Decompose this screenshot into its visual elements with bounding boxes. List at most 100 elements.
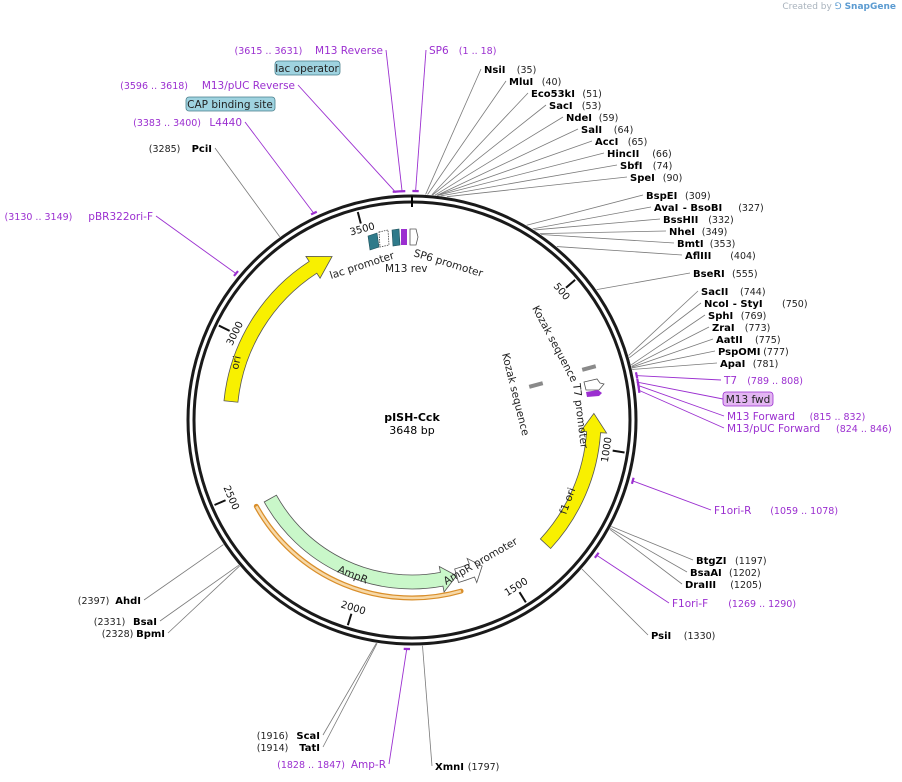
site-sacii[interactable]: SacII(744)	[628, 287, 766, 356]
site-name: MluI	[509, 77, 533, 88]
site-leader	[581, 568, 649, 636]
tick-label: 2500	[221, 484, 241, 512]
site-psii[interactable]: PsiI(1330)	[581, 568, 716, 642]
features-layer	[223, 255, 608, 601]
site-position: (35)	[517, 65, 537, 76]
primer-m13-puc-forward[interactable]: M13/pUC Forward(824 .. 846)	[637, 386, 892, 435]
site-nsii[interactable]: NsiI(35)	[425, 65, 537, 195]
primer-position: (3596 .. 3618)	[120, 81, 188, 92]
feature-f1-ori	[539, 412, 608, 550]
primer-leader	[631, 480, 712, 511]
primer-name: L4440	[209, 117, 242, 129]
site-sbfi[interactable]: SbfI(74)	[440, 161, 673, 197]
primer-l4440[interactable]: L4440 (3383 .. 3400)	[133, 117, 318, 216]
site-position: (353)	[710, 239, 736, 250]
t7-promoter-arrow	[583, 378, 605, 391]
site-leader	[431, 92, 529, 196]
primer-m13-forward[interactable]: M13 Forward(815 .. 832)	[636, 381, 866, 423]
site-sphi[interactable]: SphI(769)	[630, 311, 766, 366]
primer-leader	[635, 375, 722, 381]
primer-position: (3383 .. 3400)	[133, 118, 201, 129]
site-eco53ki[interactable]: Eco53kI(51)	[431, 89, 602, 196]
primer-f1ori-f[interactable]: F1ori-F(1269 .. 1290)	[593, 552, 796, 610]
primer-position: (815 .. 832)	[810, 412, 866, 423]
site-nhei[interactable]: NheI(349)	[539, 227, 728, 238]
site-name: PciI	[192, 144, 212, 155]
primer-amp-r[interactable]: Amp-R(1828 .. 1847)	[277, 647, 411, 771]
ampr-orf-fill	[255, 505, 462, 600]
site-position: (51)	[582, 89, 602, 100]
site-bmti[interactable]: BmtI (353)	[541, 234, 736, 250]
site-position: (773)	[745, 323, 771, 334]
primer-name: SP6	[429, 45, 449, 57]
site-aatii[interactable]: AatII(775)	[631, 335, 781, 368]
site-afliii[interactable]: AflIII(404)	[556, 246, 756, 262]
primer-f1ori-r[interactable]: F1ori-R(1059 .. 1078)	[630, 477, 838, 517]
site-leader	[437, 152, 605, 196]
site-position: (3285)	[149, 144, 181, 155]
site-pspomi[interactable]: PspOMI(777)	[631, 347, 789, 369]
snapgene-credit: Created by ⅁ SnapGene	[782, 2, 896, 12]
site-zrai[interactable]: ZraI(773)	[631, 323, 771, 367]
site-draiii[interactable]: DraIII(1205)	[609, 528, 762, 591]
primer-m13-puc-reverse[interactable]: M13/pUC Reverse(3596 .. 3618)	[120, 80, 400, 193]
site-leader	[440, 164, 618, 197]
site-apai[interactable]: ApaI(781)	[632, 359, 778, 370]
primer-leader	[388, 647, 408, 765]
site-ndei[interactable]: NdeI(59)	[434, 113, 618, 196]
lac-operator-feature	[391, 228, 401, 247]
m13-fwd-feature	[586, 390, 602, 397]
site-leader	[434, 116, 564, 196]
site-ncoi[interactable]: NcoI- StyI(750)	[629, 299, 808, 359]
primer-pbr322ori-f[interactable]: pBR322ori-F(3130 .. 3149)	[5, 211, 239, 277]
site-position: (40)	[542, 77, 562, 88]
site-hincii[interactable]: HincII(66)	[437, 149, 672, 196]
site-name: AflIII	[685, 251, 711, 262]
site-leader	[446, 176, 628, 198]
site-leader	[437, 140, 593, 196]
site-sali[interactable]: SalI(64)	[436, 125, 634, 196]
primer-leader	[637, 389, 725, 429]
site-leader	[143, 544, 224, 601]
site-leader	[534, 218, 661, 231]
site-bsaai[interactable]: BsaAI(1202)	[610, 527, 761, 579]
site-scai[interactable]: ScaI(1916)	[257, 642, 377, 742]
site-bsshii[interactable]: BssHII(332)	[534, 215, 734, 231]
site-bsai[interactable]: BsaI(2331)	[94, 564, 240, 628]
site-leader	[630, 314, 706, 366]
site-position: (90)	[663, 173, 683, 184]
primer-position: (1828 .. 1847)	[277, 760, 345, 771]
site-position: (74)	[653, 161, 673, 172]
primer-t7[interactable]: T7(789 .. 808)	[634, 372, 803, 387]
tick-mark	[218, 324, 231, 332]
site-position: (332)	[708, 215, 734, 226]
site-pcii[interactable]: PciI (3285)	[149, 144, 281, 237]
primer-m13-fwd[interactable]	[636, 378, 724, 400]
site-mlui[interactable]: MluI (40)	[427, 77, 562, 195]
site-ahdi[interactable]: AhdI(2397)	[78, 544, 224, 607]
site-position: (2331)	[94, 617, 126, 628]
site-position: (64)	[614, 125, 634, 136]
site-bspei[interactable]: BspEI(309)	[526, 191, 711, 226]
primer-position: (789 .. 808)	[747, 376, 803, 387]
site-xmni[interactable]: XmnI(1797)	[422, 645, 500, 773]
primer-sp6[interactable]: SP6(1 .. 18)	[412, 45, 496, 193]
site-leader	[159, 564, 240, 622]
site-position: (750)	[782, 299, 808, 310]
site-acci[interactable]: AccI(65)	[437, 137, 647, 196]
site-name: BmtI	[677, 239, 704, 250]
site-leader	[629, 302, 702, 359]
site-bpmi[interactable]: BpmI(2328)	[102, 565, 240, 640]
site-avai[interactable]: AvaI- BsoBI(327)	[532, 203, 764, 230]
site-leader	[214, 147, 281, 237]
site-spei[interactable]: SpeI(90)	[446, 173, 683, 198]
site-position: (1202)	[729, 568, 761, 579]
site-position: (53)	[582, 101, 602, 112]
primer-m13-reverse[interactable]: M13 Reverse(3615 .. 3631)	[235, 45, 406, 193]
site-bseri[interactable]: BseRI(555)	[596, 269, 758, 291]
site-btgzi[interactable]: BtgZI(1197)	[611, 526, 767, 567]
site-position: (1330)	[684, 631, 716, 642]
site-tati[interactable]: TatI(1914)	[257, 643, 378, 754]
site-saci[interactable]: SacI(53)	[432, 101, 602, 196]
